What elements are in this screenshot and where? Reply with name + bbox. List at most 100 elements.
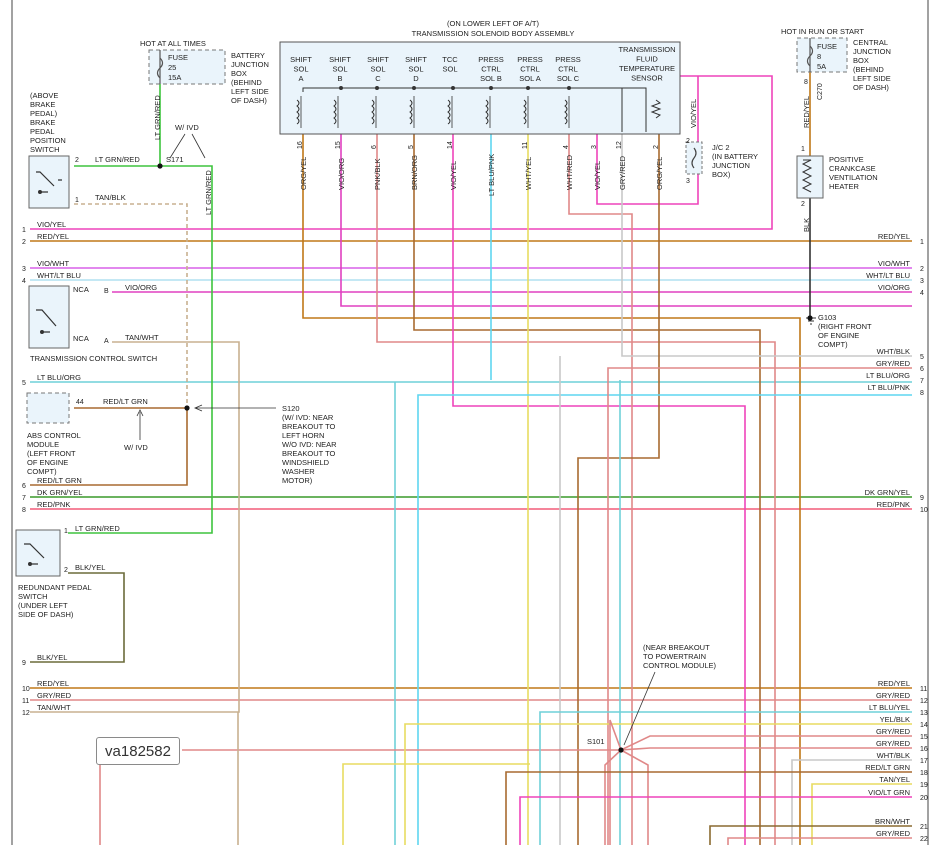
fuse-right-line2: 8 [817,52,821,61]
left-row-wire-label: VIO/WHT [37,259,69,268]
jc2-label: J/C 2 (IN BATTERY JUNCTION BOX) [712,143,758,179]
left-row-number: 10 [22,686,30,693]
left-row-number: 3 [22,266,26,273]
right-row-wire-label: YEL/BLK [880,715,910,724]
solenoid-label-line: A [298,74,303,83]
left-row-wire-label: VIO/YEL [37,220,66,229]
svg-text:G103: G103 [818,313,836,322]
svg-text:MODULE: MODULE [27,440,59,449]
svg-text:BREAKOUT TO: BREAKOUT TO [282,449,336,458]
temperature-sensor-icon [650,99,662,119]
solenoid-label-line: SOL [408,65,423,74]
svg-text:BATTERY: BATTERY [231,51,265,60]
splice-dot [157,163,163,169]
jc2-pin3: 3 [686,178,690,185]
svg-text:(W/ IVD: NEAR: (W/ IVD: NEAR [282,413,334,422]
right-row-wire-label: VIO/ORG [878,283,910,292]
wire-red-ltgrn-18 [505,771,912,845]
solenoid-label-line: PRESS [478,55,503,64]
jc2-wire-label: VIO/YEL [689,99,698,128]
solenoid-coil-icon [564,99,568,125]
svg-text:REDUNDANT PEDAL: REDUNDANT PEDAL [18,583,92,592]
solenoid-pin-number: 14 [447,141,454,149]
svg-text:TO POWERTRAIN: TO POWERTRAIN [643,652,706,661]
s120-arrow-icon [193,404,276,412]
left-row-wire-label: TAN/WHT [37,703,71,712]
svg-text:OF ENGINE: OF ENGINE [27,458,68,467]
solenoid-label-line: TCC [442,55,458,64]
solenoid-wire-label: ORG/YEL [655,157,664,190]
wire-wht-blk-17 [791,759,912,845]
right-row-wire-label: RED/LT GRN [865,763,910,772]
bus-junction-dot [339,86,343,90]
wire-gry-red-16 [620,747,912,751]
s101-label: S101 [587,737,605,746]
solenoid-label-line: SOL [442,65,457,74]
bus-junction-dot [567,86,571,90]
right-row-number: 14 [920,722,928,729]
left-row-number: 5 [22,380,26,387]
tcs-pina: A [104,338,109,345]
solenoid-label-line: CTRL [520,65,540,74]
solenoid-label-line: FLUID [636,55,658,64]
fuse-left-box [148,49,226,85]
s101-pointer-icon [623,671,656,746]
left-row-wire-label: RED/YEL [37,679,69,688]
heater-pin1: 1 [801,146,805,153]
right-row-wire-label: LT BLU/ORG [866,371,910,380]
right-row-number: 11 [920,686,927,693]
tcs-box [28,285,70,349]
svg-text:LEFT HORN: LEFT HORN [282,431,324,440]
fuse-left-line1: FUSE [168,53,188,62]
svg-text:COMPT): COMPT) [27,467,57,476]
svg-text:(IN BATTERY: (IN BATTERY [712,152,758,161]
wire-tan-wht-12 [30,341,240,713]
svg-text:(ABOVE: (ABOVE [30,91,58,100]
solenoid-coil-icon [485,99,489,125]
heater-wire-top-label: RED/YEL [802,96,811,128]
tcs-label: TRANSMISSION CONTROL SWITCH [30,354,157,363]
tcs-pinb: B [104,288,109,295]
abs-pin: 44 [76,399,84,406]
wire-vio-ltgrn-20 [519,796,912,845]
wire-gry-red-22 [727,837,912,845]
brake-switch-label: (ABOVE BRAKE PEDAL) BRAKE PEDAL POSITION… [30,91,66,154]
wire-gry-red-6 [607,367,912,845]
solenoid-wire-label: WHT/RED [565,154,574,190]
wire-ltgrn-red-switches [68,165,213,534]
splice-dot [184,405,190,411]
svg-text:ABS CONTROL: ABS CONTROL [27,431,81,440]
jc2-pin2: 2 [686,138,690,145]
solenoid-pin-number: 2 [653,145,660,149]
solenoid-wire-label: PNK/BLK [373,158,382,190]
solenoid-pin-number: 3 [591,145,598,149]
svg-text:BOX): BOX) [712,170,731,179]
left-row-wire-label: RED/PNK [37,500,70,509]
solenoid-label-line: PRESS [517,55,542,64]
brake-switch-pin1: 2 [75,157,79,164]
reference-id-box: va182582 [96,737,180,765]
right-row-wire-label: GRY/RED [876,739,911,748]
svg-text:SWITCH: SWITCH [30,145,60,154]
right-row-number: 9 [920,495,924,502]
svg-text:LEFT SIDE: LEFT SIDE [853,74,891,83]
right-row-wire-label: VIO/WHT [878,259,910,268]
brake-switch-wire2-label: TAN/BLK [95,193,126,202]
redundant-switch-wire1-label: LT GRN/RED [75,524,120,533]
right-row-wire-label: GRY/RED [876,691,911,700]
right-row-number: 2 [920,266,924,273]
svg-text:OF DASH): OF DASH) [231,96,267,105]
ltgrnred-vertical-label-1: LT GRN/RED [153,95,162,140]
right-row-number: 20 [920,795,928,802]
solenoid-label-line: TRANSMISSION [618,45,675,54]
tcs-nca2: NCA [73,334,89,343]
solenoid-wire-label: LT BLU/PNK [487,154,496,196]
s101-note: (NEAR BREAKOUT TO POWERTRAIN CONTROL MOD… [643,643,717,670]
solenoid-label-line: SOL C [557,74,580,83]
wire-ltblu-pnk-8 [417,394,912,845]
solenoid-wire-label: VIO/ORG [337,158,346,190]
svg-text:JUNCTION: JUNCTION [712,161,750,170]
solenoid-label-line: SENSOR [631,74,663,83]
solenoid-label-line: CTRL [481,65,501,74]
